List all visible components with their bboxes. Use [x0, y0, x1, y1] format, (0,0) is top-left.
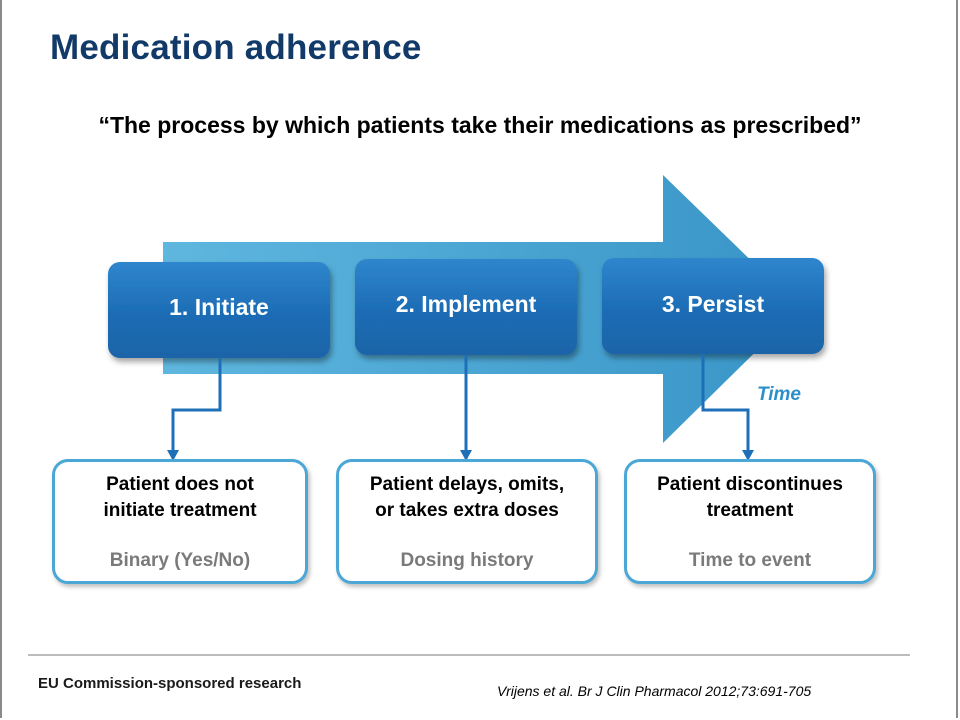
footer-sponsor: EU Commission-sponsored research [38, 675, 302, 692]
step-box-initiate [108, 262, 330, 358]
outcome-measure: Time to event [688, 550, 812, 571]
footer-divider [28, 654, 910, 656]
definition-quote: “The process by which patients take thei… [98, 112, 862, 138]
step-box-implement [355, 259, 577, 355]
connectors [171, 354, 750, 452]
outcome-text: Patient does not initiate treatment [103, 474, 257, 521]
step-box-persist [602, 258, 824, 354]
slide-title: Medication adherence [50, 28, 422, 67]
time-label: Time [757, 384, 802, 405]
outcome-box-implement: Patient delays, omits, or takes extra do… [336, 459, 598, 584]
outcome-text: Patient discontinues treatment [657, 474, 843, 521]
outcome-text: Patient delays, omits, or takes extra do… [369, 474, 565, 521]
outcome-measure: Binary (Yes/No) [109, 550, 251, 571]
step-label-persist: 3. Persist [661, 291, 765, 317]
step-label-initiate: 1. Initiate [169, 294, 269, 320]
connector-initiate [171, 358, 222, 452]
outcome-measure: Dosing history [400, 550, 534, 571]
outcome-box-initiate: Patient does not initiate treatment Bina… [52, 459, 308, 584]
outcome-box-persist: Patient discontinues treatment Time to e… [624, 459, 876, 584]
connector-arrowheads [167, 450, 754, 461]
step-label-implement: 2. Implement [395, 291, 537, 317]
connector-persist [701, 354, 750, 452]
footer-citation: Vrijens et al. Br J Clin Pharmacol 2012;… [497, 683, 812, 699]
